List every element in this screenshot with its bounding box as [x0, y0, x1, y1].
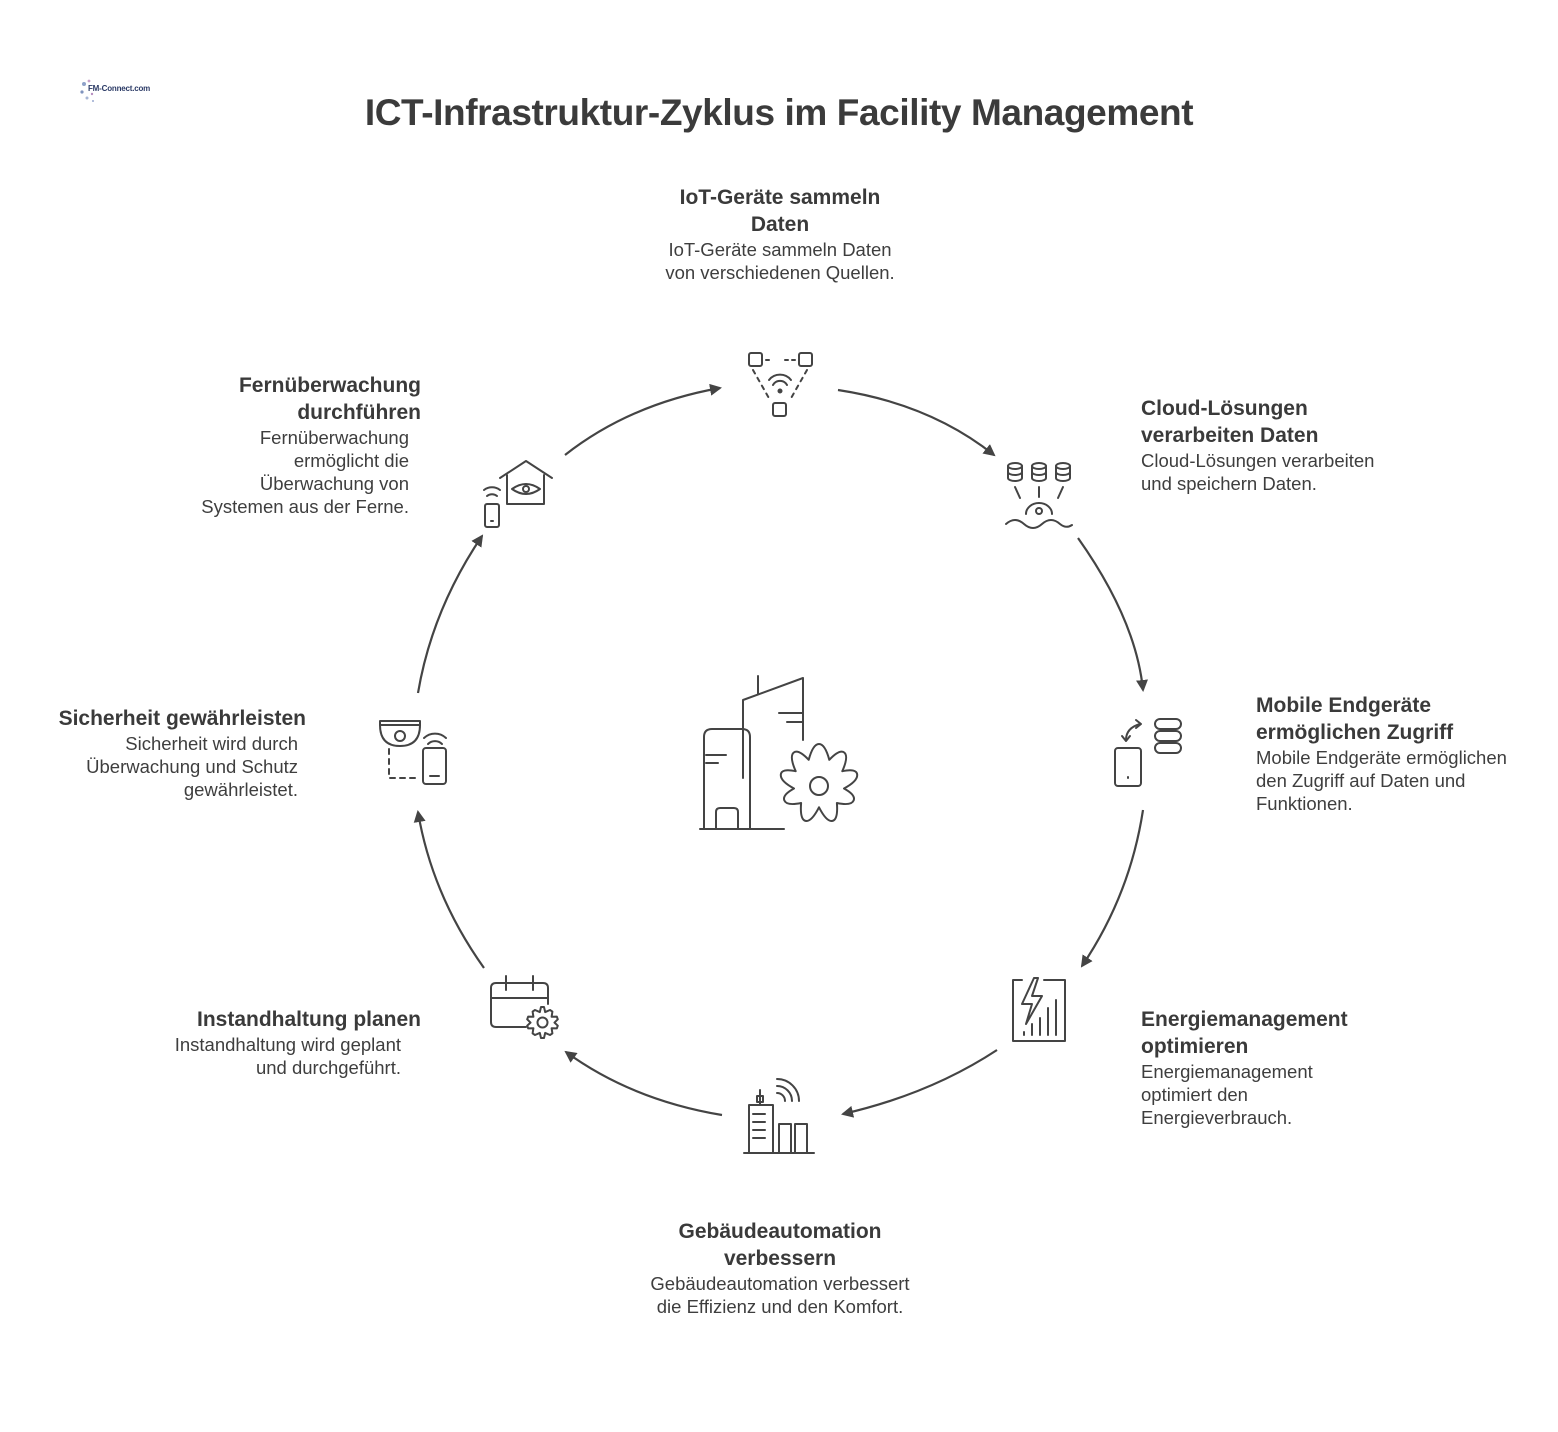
cycle-arrow-2 [1077, 537, 1148, 692]
step-mobile: Mobile Endgeräte ermöglichen Zugriff Mob… [1256, 692, 1546, 815]
step-remote: Fernüberwachung durchführen Fernüberwach… [170, 372, 421, 518]
step-security: Sicherheit gewährleisten Sicherheit wird… [40, 705, 306, 801]
logo-text: FM-Connect.com [88, 84, 151, 93]
step-description: Cloud-Lösungen verarbeiten und speichern… [1141, 450, 1375, 494]
mobile-server-sync-icon [1114, 718, 1182, 787]
step-description: Energiemanagement optimiert den Energiev… [1141, 1061, 1313, 1128]
security-camera-phone-icon [379, 720, 447, 785]
cycle-arrow-3 [1080, 809, 1145, 968]
cycle-arrow-7 [416, 534, 484, 694]
step-description: Sicherheit wird durch Überwachung und Sc… [86, 733, 298, 800]
step-description: Gebäudeautomation verbessert die Effizie… [650, 1273, 910, 1317]
cycle-arrow-4 [841, 1049, 998, 1118]
step-description: Instandhaltung wird geplant und durchgef… [174, 1034, 401, 1078]
logo: FM-Connect.com [78, 78, 150, 104]
cycle-arrow-8 [564, 383, 722, 456]
step-title: Cloud-Lösungen verarbeiten Daten [1141, 397, 1319, 447]
step-title: IoT-Geräte sammeln Daten [679, 186, 881, 236]
step-title: Energiemanagement optimieren [1141, 1008, 1348, 1058]
step-title: Gebäudeautomation verbessern [678, 1220, 882, 1270]
step-description: IoT-Geräte sammeln Daten von verschieden… [665, 239, 895, 283]
step-automation: Gebäudeautomation verbessern Gebäudeauto… [640, 1218, 920, 1318]
step-maintenance: Instandhaltung planen Instandhaltung wir… [150, 1006, 421, 1079]
smart-building-icon [743, 1078, 815, 1154]
calendar-gear-icon [490, 975, 559, 1039]
step-title: Instandhaltung planen [197, 1008, 421, 1031]
step-cloud: Cloud-Lösungen verarbeiten Daten Cloud-L… [1141, 395, 1391, 495]
cloud-database-icon [1005, 462, 1073, 529]
energy-chart-icon [1012, 977, 1066, 1042]
page-title: ICT-Infrastruktur-Zyklus im Facility Man… [364, 92, 1194, 133]
remote-monitoring-home-icon [483, 460, 553, 528]
step-title: Mobile Endgeräte ermöglichen Zugriff [1256, 694, 1454, 744]
step-description: Fernüberwachung ermöglicht die Überwachu… [201, 427, 409, 517]
step-title: Fernüberwachung durchführen [238, 374, 421, 424]
iot-sensor-network-icon [748, 352, 813, 417]
step-description: Mobile Endgeräte ermöglichen den Zugriff… [1256, 747, 1507, 814]
buildings-gear-icon [699, 675, 859, 830]
step-iot: IoT-Geräte sammeln Daten IoT-Geräte samm… [640, 184, 920, 284]
cycle-arrow-1 [837, 388, 996, 457]
logo-graphic [80, 79, 94, 102]
cycle-arrow-6 [413, 810, 485, 969]
step-energy: Energiemanagement optimieren Energiemana… [1141, 1006, 1391, 1129]
cycle-arrow-5 [564, 1050, 723, 1117]
step-title: Sicherheit gewährleisten [58, 707, 306, 730]
